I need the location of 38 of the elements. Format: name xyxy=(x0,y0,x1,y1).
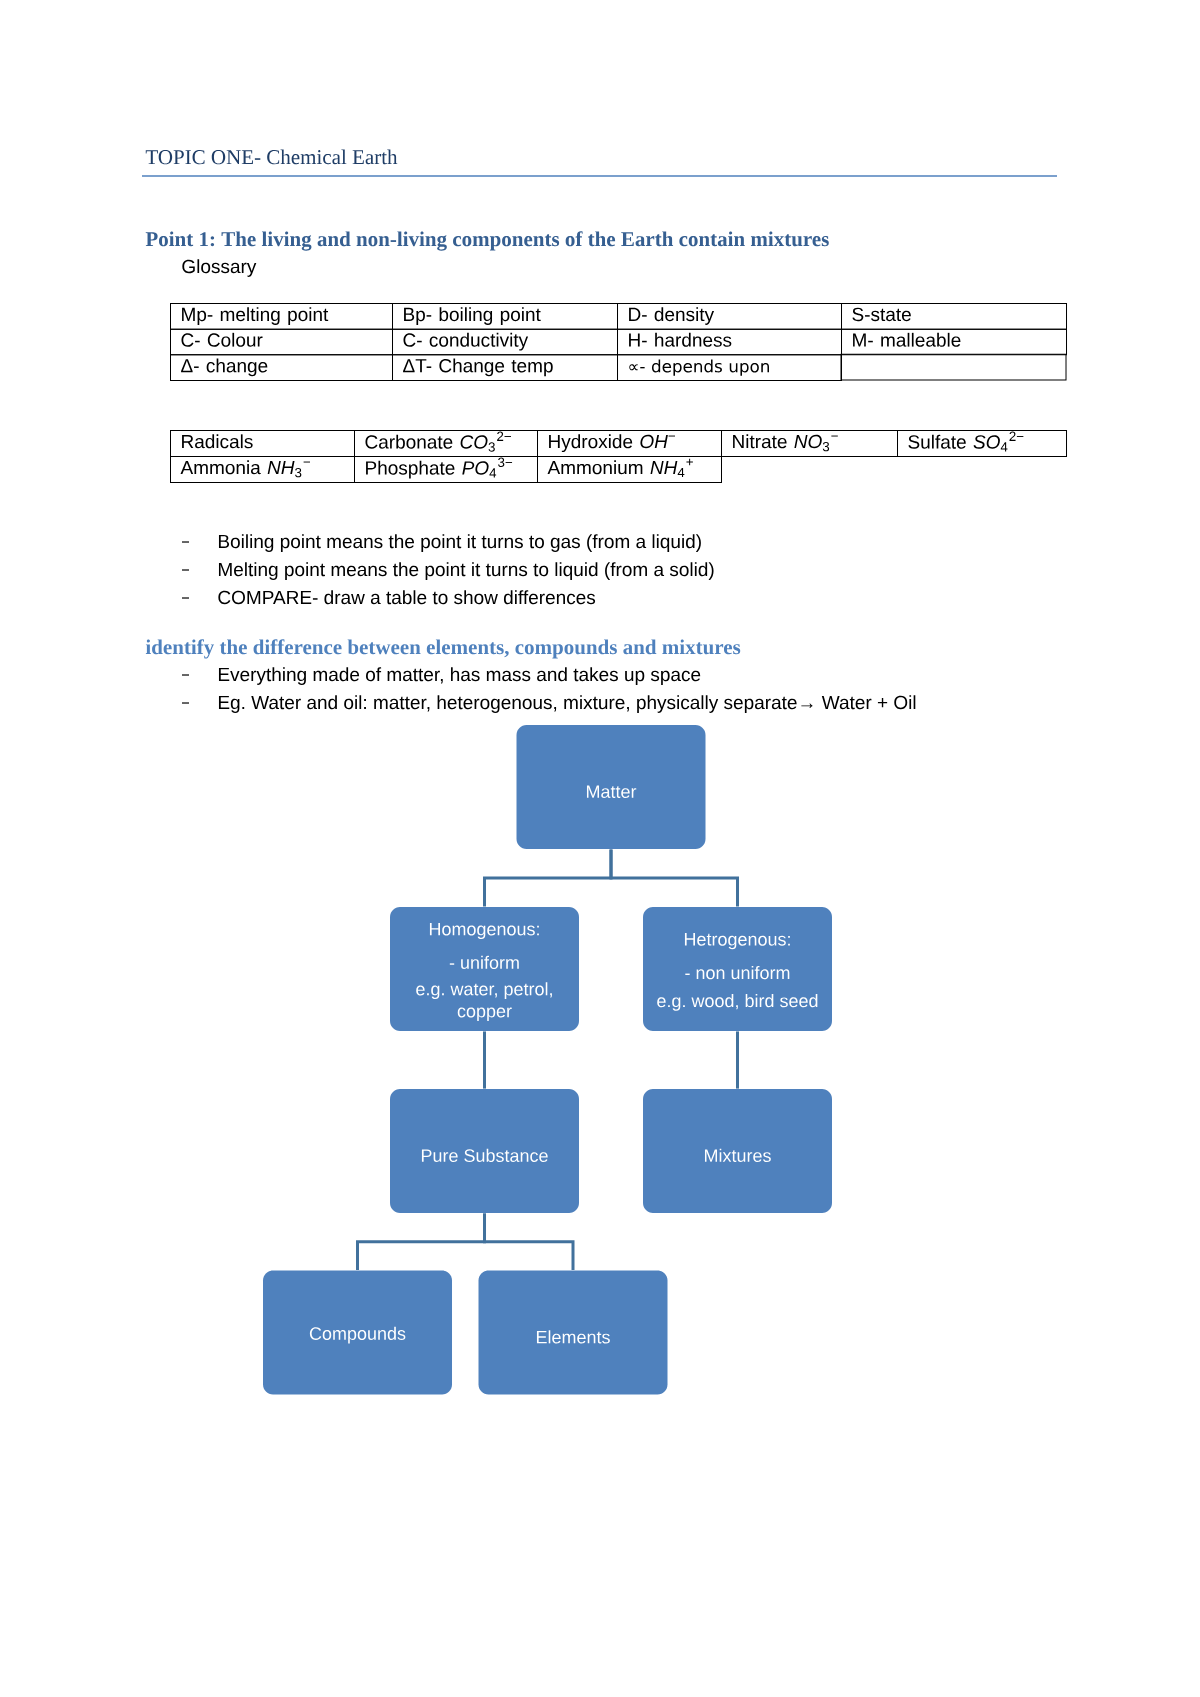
connector-line xyxy=(483,1213,575,1271)
table-cell: Δ- change xyxy=(170,354,393,381)
category-box: Compounds xyxy=(263,1270,452,1395)
table-cell: Sulfate SO$_{4}$2− xyxy=(897,430,1067,457)
table-cell: M- malleable xyxy=(841,328,1067,356)
category-box: Pure Substance xyxy=(390,1089,579,1213)
table-cell: D- density xyxy=(617,303,842,330)
table-cell: Ammonium NH$_{4}$+ xyxy=(537,456,722,483)
connector-line xyxy=(483,1031,486,1089)
table-cell: S-state xyxy=(841,303,1067,330)
section-heading: identify the difference between elements, compounds and mixtures xyxy=(145,639,741,659)
table-cell: C- Colour xyxy=(170,328,393,356)
table-cell: H- hardness xyxy=(617,328,842,356)
bullet-text: Everything made of matter, has mass and takes up space xyxy=(218,667,701,685)
table-cell: Radicals xyxy=(170,430,355,457)
table-cell: Phosphate PO$_{4}$3− xyxy=(354,456,538,483)
connector-line xyxy=(609,849,739,907)
section-heading: Point 1: The living and non-living components of the Earth contain mixtures xyxy=(145,231,829,251)
bullet-text: Boiling point means the point it turns to gas (from a liquid) xyxy=(218,534,701,552)
table-cell: Mp- melting point xyxy=(170,303,393,330)
category-box: Homogenous: - uniform e.g. water, petrol, copper xyxy=(390,907,579,1031)
table-cell: Ammonia NH$_{3}$− xyxy=(170,456,355,483)
table-cell: Hydroxide OH$^{−}$ xyxy=(537,430,722,457)
page-header: TOPIC ONE- Chemical Earth xyxy=(145,149,398,165)
table-cell: ∝- depends upon xyxy=(617,354,842,381)
table-cell: Nitrate NO$_{3}$− xyxy=(721,430,898,457)
table-cell: Bp- boiling point xyxy=(392,303,618,330)
table-cell: ΔT- Change temp xyxy=(392,354,618,381)
table-cell: C- conductivity xyxy=(392,328,618,356)
category-box: Elements xyxy=(478,1270,668,1395)
subheading: Glossary xyxy=(182,259,257,277)
category-box: Matter xyxy=(516,725,706,849)
category-box: Mixtures xyxy=(643,1089,832,1213)
bullet-text: Melting point means the point it turns to liquid (from a solid) xyxy=(218,562,714,580)
table-cell: Carbonate CO$_{3}$2− xyxy=(354,430,538,457)
bullet-text: COMPARE- draw a table to show differences xyxy=(218,590,596,605)
category-box: Hetrogenous: - non uniform e.g. wood, bird seed xyxy=(643,907,832,1031)
connector-line xyxy=(736,1031,739,1089)
